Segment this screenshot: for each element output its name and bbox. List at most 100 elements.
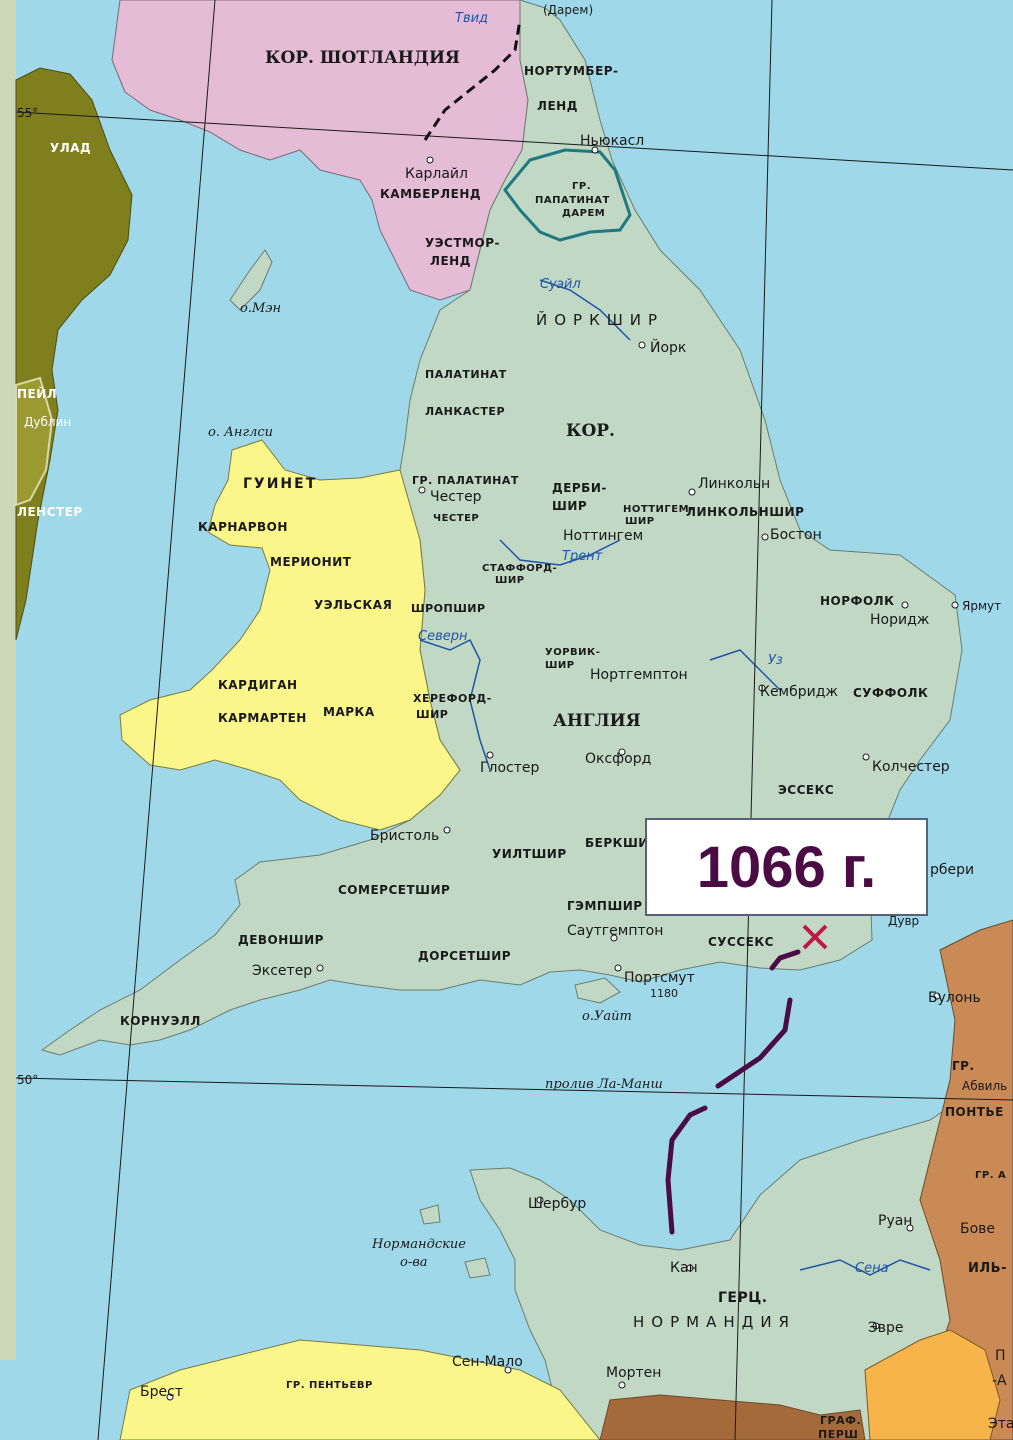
river-seine xyxy=(799,1259,931,1276)
river-swale xyxy=(539,279,631,341)
label-pale: ПЕЙЛ xyxy=(17,386,57,401)
label-durham-1: ГР. xyxy=(572,181,591,192)
battle-marker-icon xyxy=(802,924,828,950)
label-stafford-2: ШИР xyxy=(495,575,525,586)
label-berkshire: БЕРКШИР xyxy=(585,836,658,850)
label-march: МАРКА xyxy=(323,705,375,719)
grid-label-55: 55° xyxy=(17,106,38,120)
label-kingdom: КОР. xyxy=(566,421,615,441)
label-essex: ЭССЕКС xyxy=(778,783,834,797)
isle-of-man xyxy=(229,249,273,311)
water-isle-of-wight: о.Уайт xyxy=(582,1009,632,1024)
label-merioneth: МЕРИОНИТ xyxy=(270,555,352,569)
city-portsmouth: Портсмут xyxy=(624,970,695,986)
label-stafford-1: СТАФФОРД- xyxy=(482,563,557,574)
france-orange-region xyxy=(864,1329,1001,1440)
water-anglesey: о. Англси xyxy=(208,425,273,440)
city-mortain: Мортен xyxy=(606,1365,661,1381)
brittany-region xyxy=(119,1339,601,1440)
city-durham: (Дарем) xyxy=(543,3,593,17)
water-severn: Северн xyxy=(418,629,468,644)
water-channel-islands-1: Нормандские xyxy=(371,1237,466,1252)
label-cumberland: КАМБЕРЛЕНД xyxy=(380,187,481,201)
city-fragment-p: П xyxy=(995,1348,1006,1364)
ireland-landmass xyxy=(15,67,133,641)
river-severn xyxy=(419,638,491,771)
label-penthievre: ГР. ПЕНТЬЕВР xyxy=(286,1380,373,1391)
label-chester-pal-1: ГР. ПАЛАТИНАТ xyxy=(412,474,519,487)
city-fragment-a: -А xyxy=(992,1373,1007,1389)
city-yarmouth: Ярмут xyxy=(962,599,1001,613)
label-gr-a: ГР. А xyxy=(975,1170,1006,1181)
invasion-route-upper xyxy=(715,997,793,1089)
label-scotland: КОР. ШОТЛАНДИЯ xyxy=(265,48,460,68)
label-dorset: ДОРСЕТШИР xyxy=(418,949,511,963)
label-graf: ГРАФ. xyxy=(820,1414,861,1427)
invasion-route-lower xyxy=(665,1105,708,1235)
city-brest: Брест xyxy=(140,1384,183,1400)
grid-label-50: 50° xyxy=(17,1073,38,1087)
ireland-pale-region xyxy=(15,376,54,507)
latitude-line-50 xyxy=(15,1077,1013,1101)
city-markers xyxy=(166,146,959,1401)
label-warwick-2: ШИР xyxy=(545,660,575,671)
city-chester: Честер xyxy=(430,489,482,505)
water-ouse: Уз xyxy=(768,653,783,668)
water-seine: Сена xyxy=(855,1261,889,1276)
france-eastern-region xyxy=(899,919,1013,1440)
city-lincoln: Линкольн xyxy=(698,476,770,492)
label-shropshire: ШРОПШИР xyxy=(411,602,486,615)
isle-of-wight xyxy=(574,977,621,1004)
label-gwynedd: ГУИНЕТ xyxy=(243,476,317,492)
label-perche: ПЕРШ xyxy=(818,1428,858,1440)
label-somerset: СОМЕРСЕТШИР xyxy=(338,883,450,897)
city-exeter: Эксетер xyxy=(252,963,312,979)
label-northumberland-1: НОРТУМБЕР- xyxy=(524,64,619,78)
latitude-line-55 xyxy=(15,111,1013,171)
label-normandy-2: НОРМАНДИЯ xyxy=(633,1313,796,1331)
meridian-line xyxy=(97,0,216,1440)
label-yorkshire: ЙОРКШИР xyxy=(536,310,664,329)
event-year-box: 1066 г. xyxy=(645,818,928,916)
event-year-label: 1066 г. xyxy=(696,834,877,900)
label-ponthieu: ПОНТЬЕ xyxy=(945,1105,1004,1119)
water-channel: пролив Ла-Манш xyxy=(545,1077,663,1092)
durham-palatinate-border xyxy=(503,148,632,242)
meridian-line xyxy=(734,0,773,1440)
label-hampshire: ГЭМПШИР xyxy=(567,899,643,913)
label-sussex: СУССЕКС xyxy=(708,935,774,949)
label-suffolk: СУФФОЛК xyxy=(853,686,928,700)
label-england: АНГЛИЯ xyxy=(553,711,641,731)
label-lincolnshire: ЛИНКОЛЬНШИР xyxy=(686,505,804,519)
label-normandy-1: ГЕРЦ. xyxy=(718,1290,768,1306)
city-newcastle: Ньюкасл xyxy=(580,133,644,149)
city-caen: Кан xyxy=(670,1260,698,1276)
city-carlisle: Карлайл xyxy=(405,166,468,182)
label-cardigan: КАРДИГАН xyxy=(218,678,298,692)
label-durham-2: ПАПАТИНАТ xyxy=(535,195,610,206)
city-bristol: Бристоль xyxy=(370,828,439,844)
label-welsh: УЭЛЬСКАЯ xyxy=(314,598,392,612)
label-carmarthen: КАРМАРТЕН xyxy=(218,711,307,725)
scotland-england-border xyxy=(423,19,522,141)
city-fragment-eta: Эта xyxy=(988,1416,1013,1432)
label-durham-3: ДАРЕМ xyxy=(562,208,605,219)
city-colchester: Колчестер xyxy=(872,759,950,775)
channel-island xyxy=(464,1257,491,1279)
maine-region xyxy=(599,1394,866,1440)
city-york: Йорк xyxy=(650,338,686,356)
label-caernarfon: КАРНАРВОН xyxy=(198,520,288,534)
city-abbeville: Абвиль xyxy=(962,1079,1007,1093)
label-leinster: ЛЕНСТЕР xyxy=(17,505,83,519)
city-dover: Дувр xyxy=(888,914,919,928)
label-wiltshire: УИЛТШИР xyxy=(492,847,567,861)
label-hereford-1: ХЕРЕФОРД- xyxy=(413,692,492,705)
label-gr: ГР. xyxy=(952,1059,975,1073)
label-westmorland-1: УЭСТМОР- xyxy=(425,236,500,250)
city-ile: ИЛЬ- xyxy=(968,1261,1007,1276)
city-cambridge: Кембридж xyxy=(760,684,838,700)
water-swale: Суэйл xyxy=(540,277,581,292)
city-northampton: Нортгемптон xyxy=(590,667,688,683)
label-devon: ДЕВОНШИР xyxy=(238,933,324,947)
